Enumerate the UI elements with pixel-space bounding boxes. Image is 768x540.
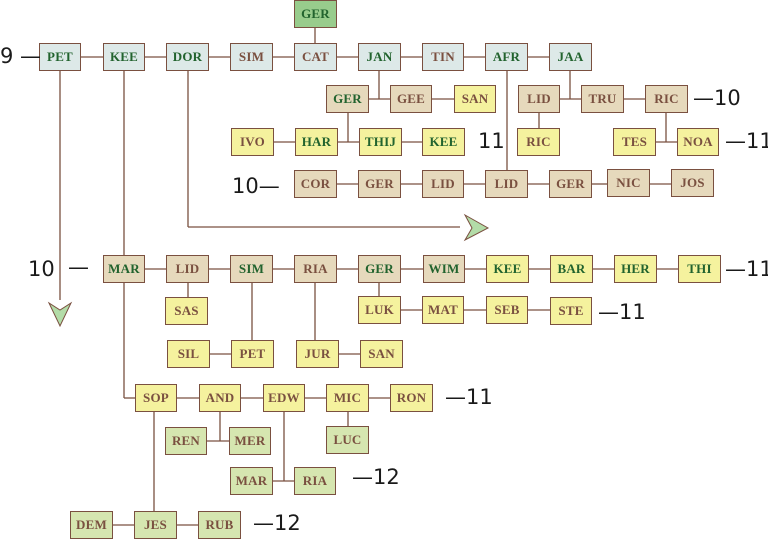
- generation-label: 10—: [232, 174, 280, 198]
- person-node-pet[interactable]: PET: [39, 43, 81, 71]
- person-node-kee[interactable]: KEE: [103, 43, 145, 71]
- person-node-ric[interactable]: RIC: [645, 85, 688, 113]
- person-node-thij[interactable]: THIJ: [359, 128, 402, 156]
- person-node-nic[interactable]: NIC: [607, 169, 650, 197]
- generation-label: 10: [28, 257, 55, 281]
- person-node-lid[interactable]: LID: [485, 170, 528, 198]
- generation-label: —10: [693, 86, 741, 110]
- person-node-ger[interactable]: GER: [294, 0, 337, 28]
- generation-label: —12: [253, 511, 301, 535]
- person-node-seb[interactable]: SEB: [486, 296, 528, 324]
- person-node-jur[interactable]: JUR: [296, 340, 339, 368]
- person-node-and[interactable]: AND: [199, 384, 241, 412]
- person-node-sop[interactable]: SOP: [135, 384, 177, 412]
- person-node-ric[interactable]: RIC: [517, 128, 560, 156]
- person-node-jaa[interactable]: JAA: [549, 43, 592, 71]
- generation-label: —11: [725, 129, 768, 153]
- person-node-kee[interactable]: KEE: [422, 128, 465, 156]
- person-node-san[interactable]: SAN: [360, 340, 403, 368]
- person-node-dor[interactable]: DOR: [166, 43, 209, 71]
- person-node-her[interactable]: HER: [614, 255, 657, 283]
- generation-label: —12: [352, 465, 400, 489]
- person-node-sim[interactable]: SIM: [230, 255, 273, 283]
- person-node-edw[interactable]: EDW: [263, 384, 305, 412]
- person-node-gee[interactable]: GEE: [390, 85, 432, 113]
- person-node-mar[interactable]: MAR: [230, 467, 273, 495]
- person-node-kee[interactable]: KEE: [486, 255, 529, 283]
- person-node-jos[interactable]: JOS: [671, 169, 714, 197]
- person-node-sim[interactable]: SIM: [230, 43, 273, 71]
- person-node-jes[interactable]: JES: [134, 511, 177, 539]
- person-node-ger[interactable]: GER: [326, 85, 369, 113]
- person-node-lid[interactable]: LID: [518, 85, 560, 113]
- person-node-bar[interactable]: BAR: [550, 255, 593, 283]
- person-node-har[interactable]: HAR: [295, 128, 338, 156]
- person-node-lid[interactable]: LID: [166, 255, 209, 283]
- person-node-ger[interactable]: GER: [549, 170, 592, 198]
- person-node-thi[interactable]: THI: [678, 255, 721, 283]
- generation-label: —: [68, 255, 89, 279]
- person-node-sil[interactable]: SIL: [167, 340, 210, 368]
- person-node-ren[interactable]: REN: [165, 427, 207, 455]
- person-node-ger[interactable]: GER: [358, 170, 401, 198]
- generation-label: —11: [445, 385, 493, 409]
- person-node-tin[interactable]: TIN: [422, 43, 464, 71]
- person-node-afr[interactable]: AFR: [485, 43, 528, 71]
- generation-label: —11: [725, 257, 768, 281]
- generation-label: 11: [478, 129, 505, 153]
- generation-label: —11: [598, 300, 646, 324]
- person-node-ger[interactable]: GER: [358, 255, 401, 283]
- person-node-ria[interactable]: RIA: [294, 255, 337, 283]
- person-node-lid[interactable]: LID: [422, 170, 464, 198]
- person-node-noa[interactable]: NOA: [677, 128, 719, 156]
- person-node-cat[interactable]: CAT: [294, 43, 337, 71]
- person-node-tes[interactable]: TES: [613, 128, 656, 156]
- person-node-luc[interactable]: LUC: [326, 426, 369, 454]
- arrow-right-icon: [463, 213, 490, 242]
- person-node-san[interactable]: SAN: [454, 85, 496, 113]
- person-node-jan[interactable]: JAN: [358, 43, 401, 71]
- arrow-down-icon: [47, 301, 73, 328]
- person-node-dem[interactable]: DEM: [70, 511, 113, 539]
- person-node-cor[interactable]: COR: [294, 170, 337, 198]
- person-node-ria[interactable]: RIA: [294, 467, 336, 495]
- person-node-mar[interactable]: MAR: [103, 255, 145, 283]
- person-node-ste[interactable]: STE: [550, 297, 592, 325]
- person-node-sas[interactable]: SAS: [165, 297, 208, 325]
- person-node-luk[interactable]: LUK: [358, 296, 401, 324]
- person-node-ron[interactable]: RON: [390, 384, 433, 412]
- person-node-mer[interactable]: MER: [229, 427, 271, 455]
- generation-label: 9 —: [0, 44, 42, 68]
- person-node-rub[interactable]: RUB: [198, 511, 241, 539]
- person-node-tru[interactable]: TRU: [581, 85, 624, 113]
- person-node-pet[interactable]: PET: [231, 340, 274, 368]
- person-node-mic[interactable]: MIC: [326, 384, 369, 412]
- person-node-mat[interactable]: MAT: [422, 296, 464, 324]
- person-node-wim[interactable]: WIM: [423, 255, 465, 283]
- person-node-ivo[interactable]: IVO: [231, 128, 274, 156]
